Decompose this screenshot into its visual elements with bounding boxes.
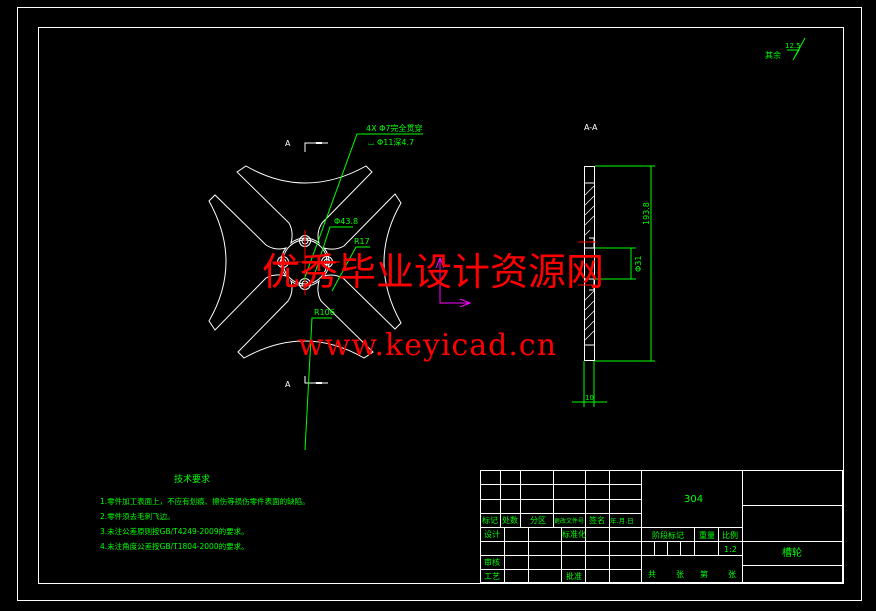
svg-text:A: A (285, 380, 291, 389)
dim-thickness: 10 (572, 361, 607, 407)
hole-callout: 4X Φ7完全贯穿 ⌴ Φ11深4.7 (303, 123, 423, 281)
material-value: 304 (684, 494, 703, 505)
svg-text:Φ43.8: Φ43.8 (334, 217, 358, 226)
svg-text:设计: 设计 (484, 529, 500, 539)
surface-finish-label: 其余 (765, 50, 781, 60)
svg-text:R106: R106 (314, 308, 335, 317)
svg-text:4X Φ7完全贯穿: 4X Φ7完全贯穿 (366, 123, 423, 133)
outer-frame (17, 7, 862, 601)
surface-finish-value: 12.5 (785, 42, 801, 50)
svg-text:张: 张 (728, 570, 736, 579)
tech-req-item: 1.零件加工表面上，不应有划痕、擦伤等损伤零件表面的缺陷。 (100, 496, 310, 506)
section-cut-bottom: A (285, 376, 328, 389)
title-block: 标记 处数 分区 更改文件号 签名 年.月.日 设计 标准化 审核 工艺 批准 … (480, 470, 843, 583)
svg-text:标准化: 标准化 (562, 529, 586, 539)
section-title: A-A (584, 123, 598, 132)
svg-text:A: A (285, 139, 291, 148)
radius-r17-callout: R17 (331, 237, 370, 292)
hatching (584, 185, 595, 341)
svg-text:重量: 重量 (699, 530, 715, 540)
svg-text:更改文件号: 更改文件号 (554, 517, 584, 525)
dim-height: 193.8 (595, 165, 655, 362)
svg-text:年.月.日: 年.月.日 (610, 516, 634, 525)
technical-requirements: 技术要求 1.零件加工表面上，不应有划痕、擦伤等损伤零件表面的缺陷。 2.零件须… (100, 473, 310, 551)
surface-finish-symbol: 其余 12.5 (765, 37, 806, 61)
svg-text:R17: R17 (354, 237, 370, 246)
wheel-outline (208, 165, 402, 359)
inner-frame (38, 27, 844, 584)
center-lines (272, 230, 340, 295)
svg-text:比例: 比例 (722, 530, 738, 540)
watermark-line2: www.keyicad.cn (298, 328, 557, 363)
part-name: 槽轮 (782, 546, 802, 559)
roughness-icon (787, 37, 806, 61)
svg-text:签名: 签名 (589, 515, 605, 525)
hub-diameter-callout: Φ43.8 (311, 217, 358, 283)
tech-req-item: 2.零件须去毛刺飞边。 (100, 511, 175, 521)
svg-text:张: 张 (676, 570, 684, 579)
svg-text:⌴ Φ11深4.7: ⌴ Φ11深4.7 (368, 138, 414, 147)
svg-text:批准: 批准 (566, 571, 582, 581)
svg-text:处数: 处数 (502, 515, 518, 525)
svg-text:审核: 审核 (484, 557, 500, 567)
svg-text:分区: 分区 (530, 516, 546, 525)
dim-bore: Φ31 (595, 247, 643, 280)
svg-text:10: 10 (585, 394, 594, 402)
svg-text:共: 共 (648, 570, 656, 579)
section-cut-top: A (285, 139, 328, 152)
svg-text:第: 第 (700, 569, 708, 579)
section-view: A-A Φ31 193.8 10 (572, 123, 655, 407)
svg-text:工艺: 工艺 (484, 572, 500, 581)
svg-text:标记: 标记 (482, 515, 498, 525)
scale-value: 1:2 (724, 545, 737, 554)
watermark-line1: 优秀毕业设计资源网 (262, 250, 604, 294)
front-view: A A 4X Φ7完全贯穿 ⌴ Φ11深4.7 Φ43.8 R17 R106 (208, 123, 472, 451)
svg-text:Φ31: Φ31 (634, 256, 643, 272)
tech-req-item: 4.未注角度公差按GB/T1804-2000的要求。 (100, 541, 249, 551)
tech-req-item: 3.未注公差原则按GB/T4249-2009的要求。 (100, 526, 249, 536)
svg-text:阶段标记: 阶段标记 (652, 530, 684, 540)
tech-req-title: 技术要求 (174, 473, 210, 485)
ucs-icon (435, 256, 472, 308)
radius-r106-callout: R106 (304, 308, 335, 451)
svg-text:193.8: 193.8 (642, 202, 651, 225)
